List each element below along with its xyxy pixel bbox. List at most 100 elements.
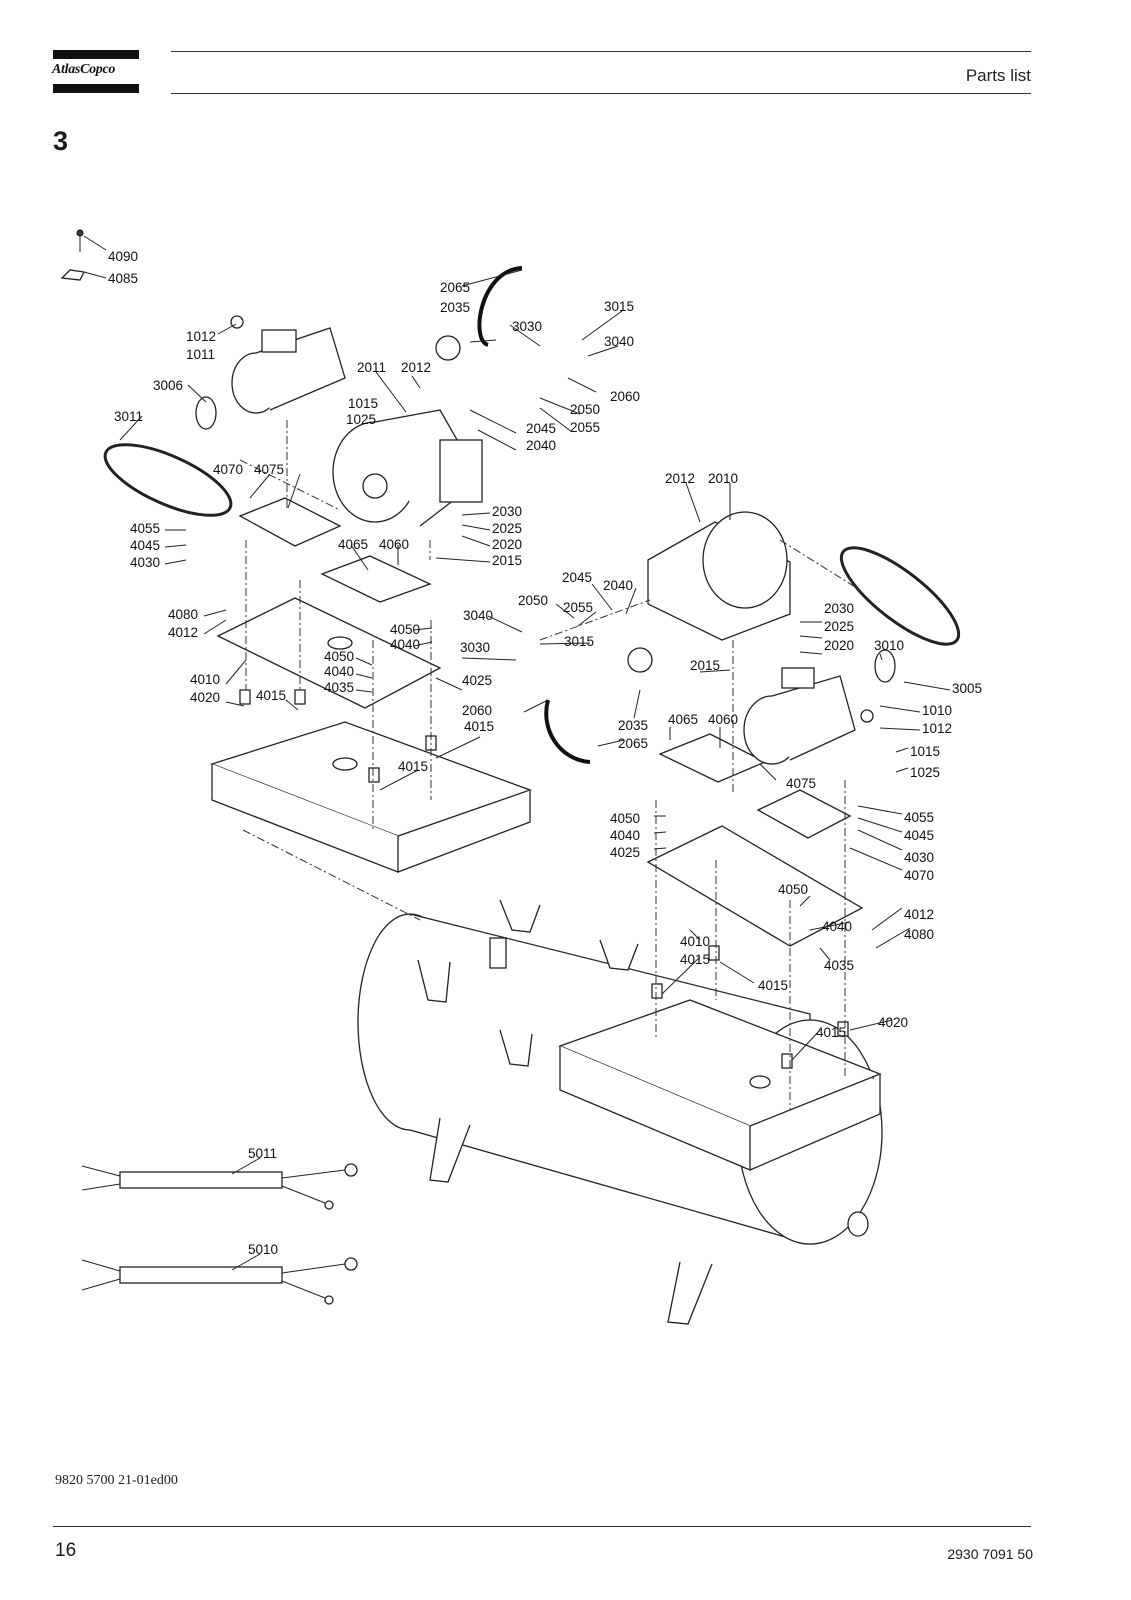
page-title: Parts list: [965, 66, 1031, 85]
section-number: 3: [53, 126, 69, 156]
compressor-block-left: [332, 409, 483, 527]
label-2040: 2040: [526, 438, 556, 453]
base-plate-left: [210, 721, 532, 873]
label-2010: 2010: [708, 471, 738, 486]
label-4015: 4015: [256, 688, 286, 703]
label-4055-right: 4055: [904, 810, 934, 825]
label-4015-e: 4015: [758, 978, 788, 993]
label-4055: 4055: [130, 521, 160, 536]
label-4080-right: 4080: [904, 927, 934, 942]
label-1012-right: 1012: [922, 721, 952, 736]
label-4015-f: 4015: [816, 1025, 846, 1040]
label-4065: 4065: [338, 537, 368, 552]
label-4035: 4035: [324, 680, 354, 695]
label-2030-right: 2030: [824, 601, 854, 616]
label-3030: 3030: [512, 319, 542, 334]
label-5011: 5011: [248, 1146, 277, 1161]
label-2012: 2012: [401, 360, 431, 375]
label-4050-right-b: 4050: [778, 882, 808, 897]
part-number-labels: 4090 4085 2065 2035 3015 3030 3040 2060 …: [108, 249, 982, 1257]
logo-bar-top: [53, 50, 139, 59]
label-2015: 2015: [492, 553, 522, 568]
label-4050: 4050: [390, 622, 420, 637]
cable-assembly-5010: [81, 1257, 358, 1305]
label-4040-right: 4040: [610, 828, 640, 843]
label-4085: 4085: [108, 271, 138, 286]
label-4030: 4030: [130, 555, 160, 570]
label-2020-right: 2020: [824, 638, 854, 653]
label-4080: 4080: [168, 607, 198, 622]
label-4060-right: 4060: [708, 712, 738, 727]
label-4070-right: 4070: [904, 868, 934, 883]
label-4030-right: 4030: [904, 850, 934, 865]
label-4045-right: 4045: [904, 828, 934, 843]
compressor-block-right: [647, 511, 791, 641]
label-4012-right: 4012: [904, 907, 934, 922]
label-2040-right: 2040: [603, 578, 633, 593]
label-2035-right: 2035: [618, 718, 648, 733]
label-4045: 4045: [130, 538, 160, 553]
label-3040-right: 3040: [463, 608, 493, 623]
label-4015-d: 4015: [680, 952, 710, 967]
label-1015-right: 1015: [910, 744, 940, 759]
label-1010: 1010: [922, 703, 952, 718]
document-code: 9820 5700 21-01ed00: [55, 1473, 178, 1488]
page-number: 16: [55, 1540, 77, 1561]
label-4065-right: 4065: [668, 712, 698, 727]
header-rule-bottom: [171, 93, 1031, 94]
label-3005: 3005: [952, 681, 982, 696]
label-4090: 4090: [108, 249, 138, 264]
label-1011: 1011: [186, 347, 215, 362]
label-4070: 4070: [213, 462, 243, 477]
label-1025-right: 1025: [910, 765, 940, 780]
label-5010: 5010: [248, 1242, 278, 1257]
header-rule-top: [171, 51, 1031, 52]
label-4075-right: 4075: [786, 776, 816, 791]
label-2020: 2020: [492, 537, 522, 552]
label-2060-right: 2060: [462, 703, 492, 718]
label-4015-c: 4015: [398, 759, 428, 774]
label-3030-right: 3030: [460, 640, 490, 655]
label-2065: 2065: [440, 280, 470, 295]
label-2050: 2050: [570, 402, 600, 417]
label-3010: 3010: [874, 638, 904, 653]
label-2050-right: 2050: [518, 593, 548, 608]
label-2025: 2025: [492, 521, 522, 536]
label-2055: 2055: [570, 420, 600, 435]
label-4050-right: 4050: [610, 811, 640, 826]
label-4040-mid: 4040: [324, 664, 354, 679]
label-2045: 2045: [526, 421, 556, 436]
motor-left: [230, 315, 346, 414]
motor-plate-right: [646, 825, 864, 947]
cable-assembly-5011: [81, 1163, 358, 1210]
label-3011: 3011: [114, 409, 143, 424]
base-plate-right-lower: [558, 999, 882, 1171]
label-2035: 2035: [440, 300, 470, 315]
label-3006: 3006: [153, 378, 183, 393]
label-1012: 1012: [186, 329, 216, 344]
brand-logo: AtlasCopco: [52, 62, 116, 77]
motor-right: [743, 667, 874, 765]
label-3015-right: 3015: [564, 634, 594, 649]
logo-bar-bottom: [53, 84, 139, 93]
label-4010-right: 4010: [680, 934, 710, 949]
label-4010: 4010: [190, 672, 220, 687]
label-4060: 4060: [379, 537, 409, 552]
label-4012: 4012: [168, 625, 198, 640]
label-4015-b: 4015: [464, 719, 494, 734]
label-2060: 2060: [610, 389, 640, 404]
label-4040-right-b: 4040: [822, 919, 852, 934]
label-2030: 2030: [492, 504, 522, 519]
exploded-parts-diagram: 4090 4085 2065 2035 3015 3030 3040 2060 …: [60, 229, 982, 1325]
label-2055-right: 2055: [563, 600, 593, 615]
label-4035-right: 4035: [824, 958, 854, 973]
footer-rule: [53, 1526, 1031, 1527]
label-1015: 1015: [348, 396, 378, 411]
label-2065-right: 2065: [618, 736, 648, 751]
label-4025: 4025: [462, 673, 492, 688]
label-2045-right: 2045: [562, 570, 592, 585]
motor-plate-left: [216, 597, 442, 709]
label-4040: 4040: [390, 637, 420, 652]
label-4020: 4020: [190, 690, 220, 705]
label-1025: 1025: [346, 412, 376, 427]
